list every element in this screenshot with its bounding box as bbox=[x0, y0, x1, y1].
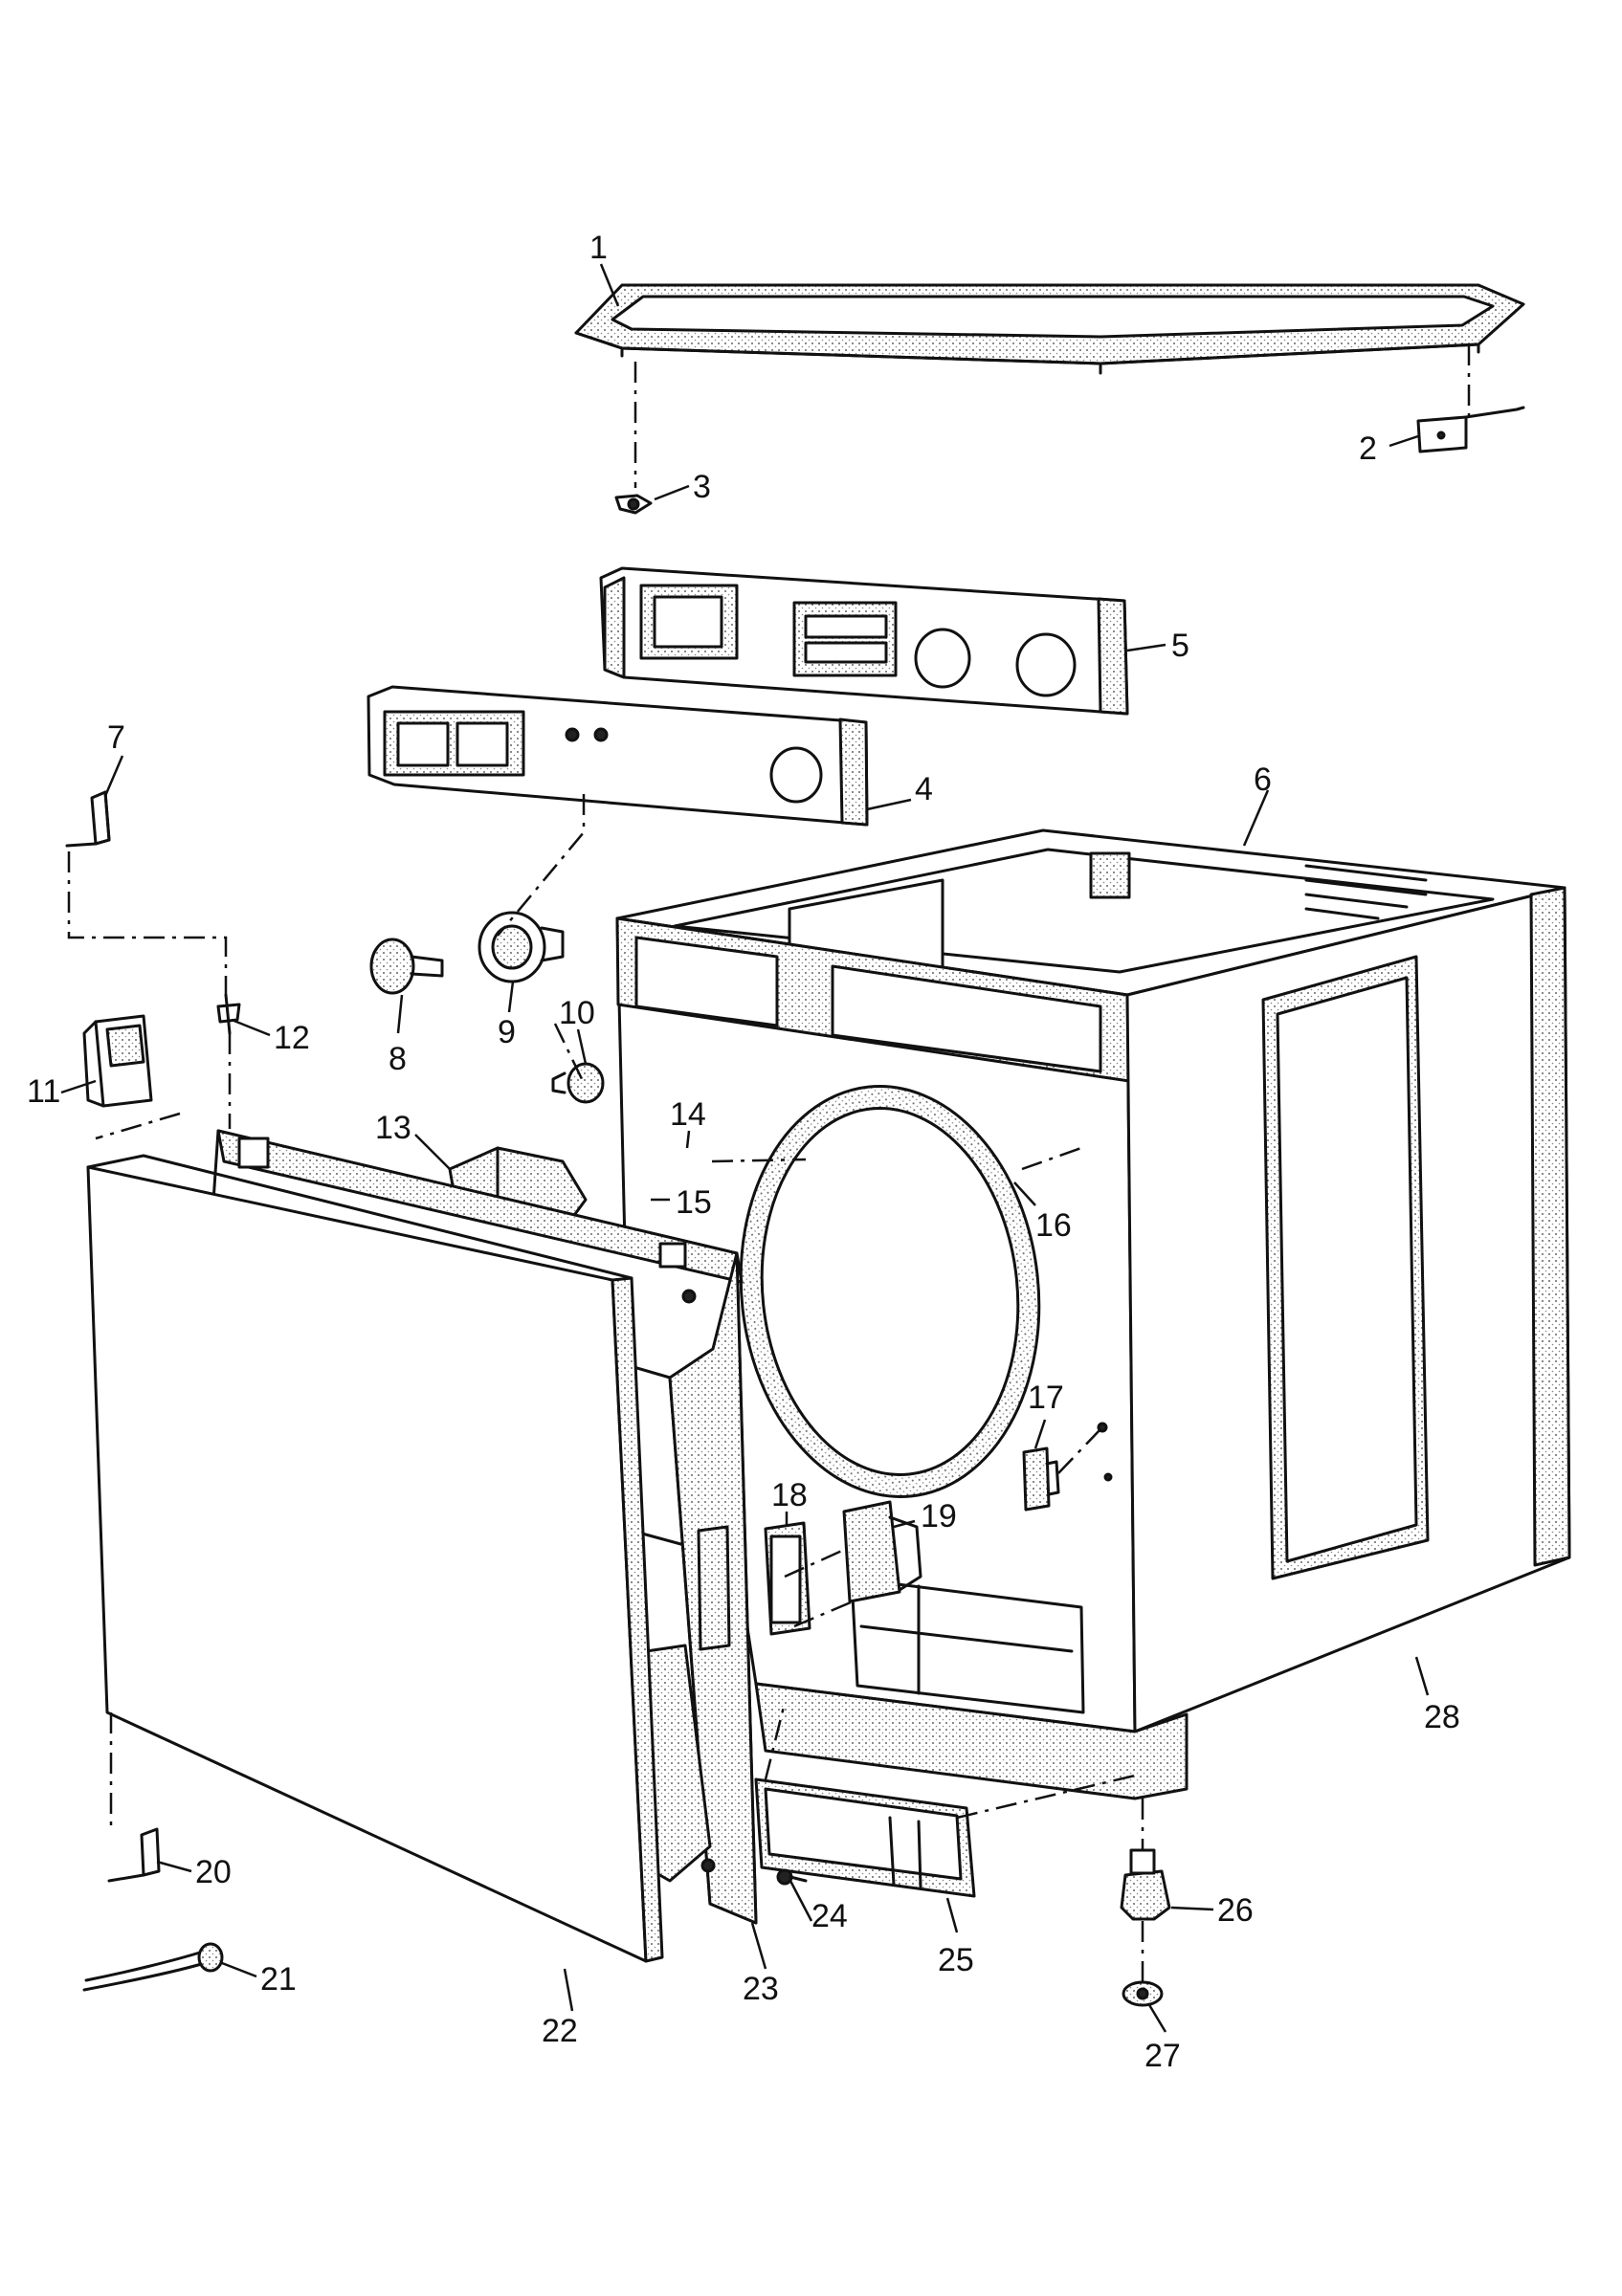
part-7-bracket bbox=[65, 790, 111, 848]
part-5-control-panel bbox=[599, 566, 1129, 716]
callout-17: 17 bbox=[1028, 1380, 1064, 1416]
callout-23: 23 bbox=[743, 1971, 779, 2007]
part-1-top-cover bbox=[574, 283, 1525, 375]
callout-25: 25 bbox=[938, 1942, 974, 1978]
part-26-foot bbox=[1120, 1848, 1171, 1921]
callout-9: 9 bbox=[498, 1014, 516, 1050]
callout-16: 16 bbox=[1035, 1207, 1072, 1244]
part-2-bracket bbox=[1416, 406, 1525, 453]
part-11-hinge bbox=[82, 1014, 153, 1108]
callout-15: 15 bbox=[676, 1184, 712, 1221]
part-25-plinth bbox=[754, 1777, 976, 1898]
part-8-knob bbox=[369, 938, 444, 995]
callout-18: 18 bbox=[771, 1477, 808, 1513]
callout-19: 19 bbox=[921, 1498, 957, 1534]
callout-5: 5 bbox=[1171, 628, 1189, 664]
callout-8: 8 bbox=[389, 1041, 407, 1077]
part-21-hose bbox=[82, 1942, 224, 1992]
part-9-selector-knob bbox=[478, 911, 565, 983]
callout-1: 1 bbox=[589, 230, 608, 266]
callout-13: 13 bbox=[375, 1110, 411, 1146]
callout-28: 28 bbox=[1424, 1699, 1460, 1735]
part-4-fascia bbox=[367, 685, 869, 827]
callout-22: 22 bbox=[542, 2013, 578, 2049]
callout-7: 7 bbox=[107, 719, 125, 756]
part-24-screw bbox=[776, 1868, 808, 1886]
part-20-bracket bbox=[107, 1827, 161, 1883]
callout-20: 20 bbox=[195, 1854, 232, 1890]
callout-24: 24 bbox=[811, 1898, 848, 1934]
part-27-foot-base bbox=[1122, 1980, 1164, 2007]
callout-26: 26 bbox=[1217, 1892, 1254, 1929]
part-19-door-hinge bbox=[842, 1500, 922, 1603]
part-12-pin bbox=[216, 993, 241, 1035]
part-17-latch bbox=[1022, 1422, 1113, 1512]
callout-21: 21 bbox=[260, 1961, 297, 1998]
part-18-hinge-plate bbox=[764, 1521, 811, 1636]
callout-11: 11 bbox=[27, 1073, 60, 1110]
callout-2: 2 bbox=[1359, 430, 1377, 467]
assembly-lines bbox=[67, 344, 1471, 1982]
callout-14: 14 bbox=[670, 1096, 706, 1133]
callout-10: 10 bbox=[559, 995, 595, 1031]
callout-3: 3 bbox=[693, 469, 711, 505]
part-28-cabinet bbox=[615, 828, 1571, 1800]
part-22-door-panel bbox=[86, 1154, 664, 1963]
callout-12: 12 bbox=[274, 1020, 310, 1056]
callout-labels: 1 2 3 4 5 6 7 8 9 10 11 12 13 14 15 16 1… bbox=[27, 230, 1460, 2074]
part-3-clip bbox=[614, 494, 653, 515]
leader-lines bbox=[60, 263, 1430, 2033]
callout-6: 6 bbox=[1254, 762, 1272, 798]
callout-27: 27 bbox=[1144, 2038, 1181, 2074]
callout-4: 4 bbox=[915, 771, 933, 807]
